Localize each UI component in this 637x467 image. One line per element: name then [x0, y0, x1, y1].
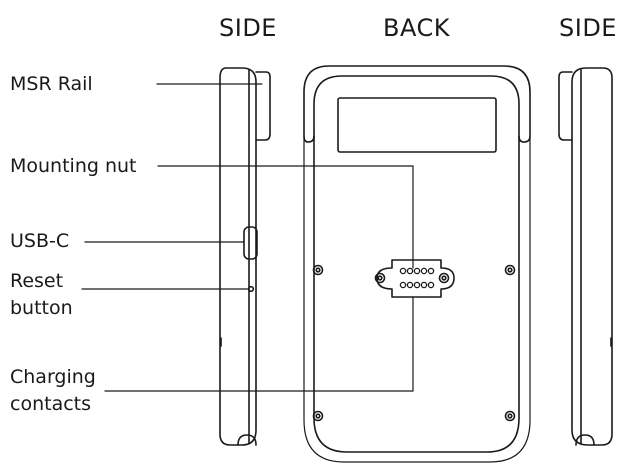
contact-pins [399, 267, 435, 289]
back-window [337, 97, 497, 153]
side-right-view-title: SIDE [559, 14, 617, 42]
back-body [313, 135, 520, 453]
msr-rail-left [255, 71, 271, 141]
usb-c-label: USB-C [10, 230, 70, 252]
msr-rail-label: MSR Rail [10, 73, 93, 95]
usb-c-port [243, 226, 258, 260]
corner-screws [312, 264, 516, 422]
back-view-drawing [303, 65, 531, 463]
mounting-nuts [374, 272, 450, 284]
side-left-view-title: SIDE [219, 14, 277, 42]
leader-lines [81, 83, 414, 392]
back-view-title: BACK [383, 14, 450, 42]
reset-button-label: Reset button [10, 270, 73, 319]
reset-button-pin [247, 285, 255, 293]
side-right-view-drawing [558, 67, 613, 446]
mounting-nut-leader [157, 165, 414, 269]
charging-contacts-leader [104, 296, 414, 392]
mounting-nut-label: Mounting nut [10, 155, 137, 177]
charging-contacts-label: Charging contacts [10, 366, 96, 415]
side-left-view-drawing [219, 67, 271, 446]
msr-rail-right [558, 71, 573, 141]
